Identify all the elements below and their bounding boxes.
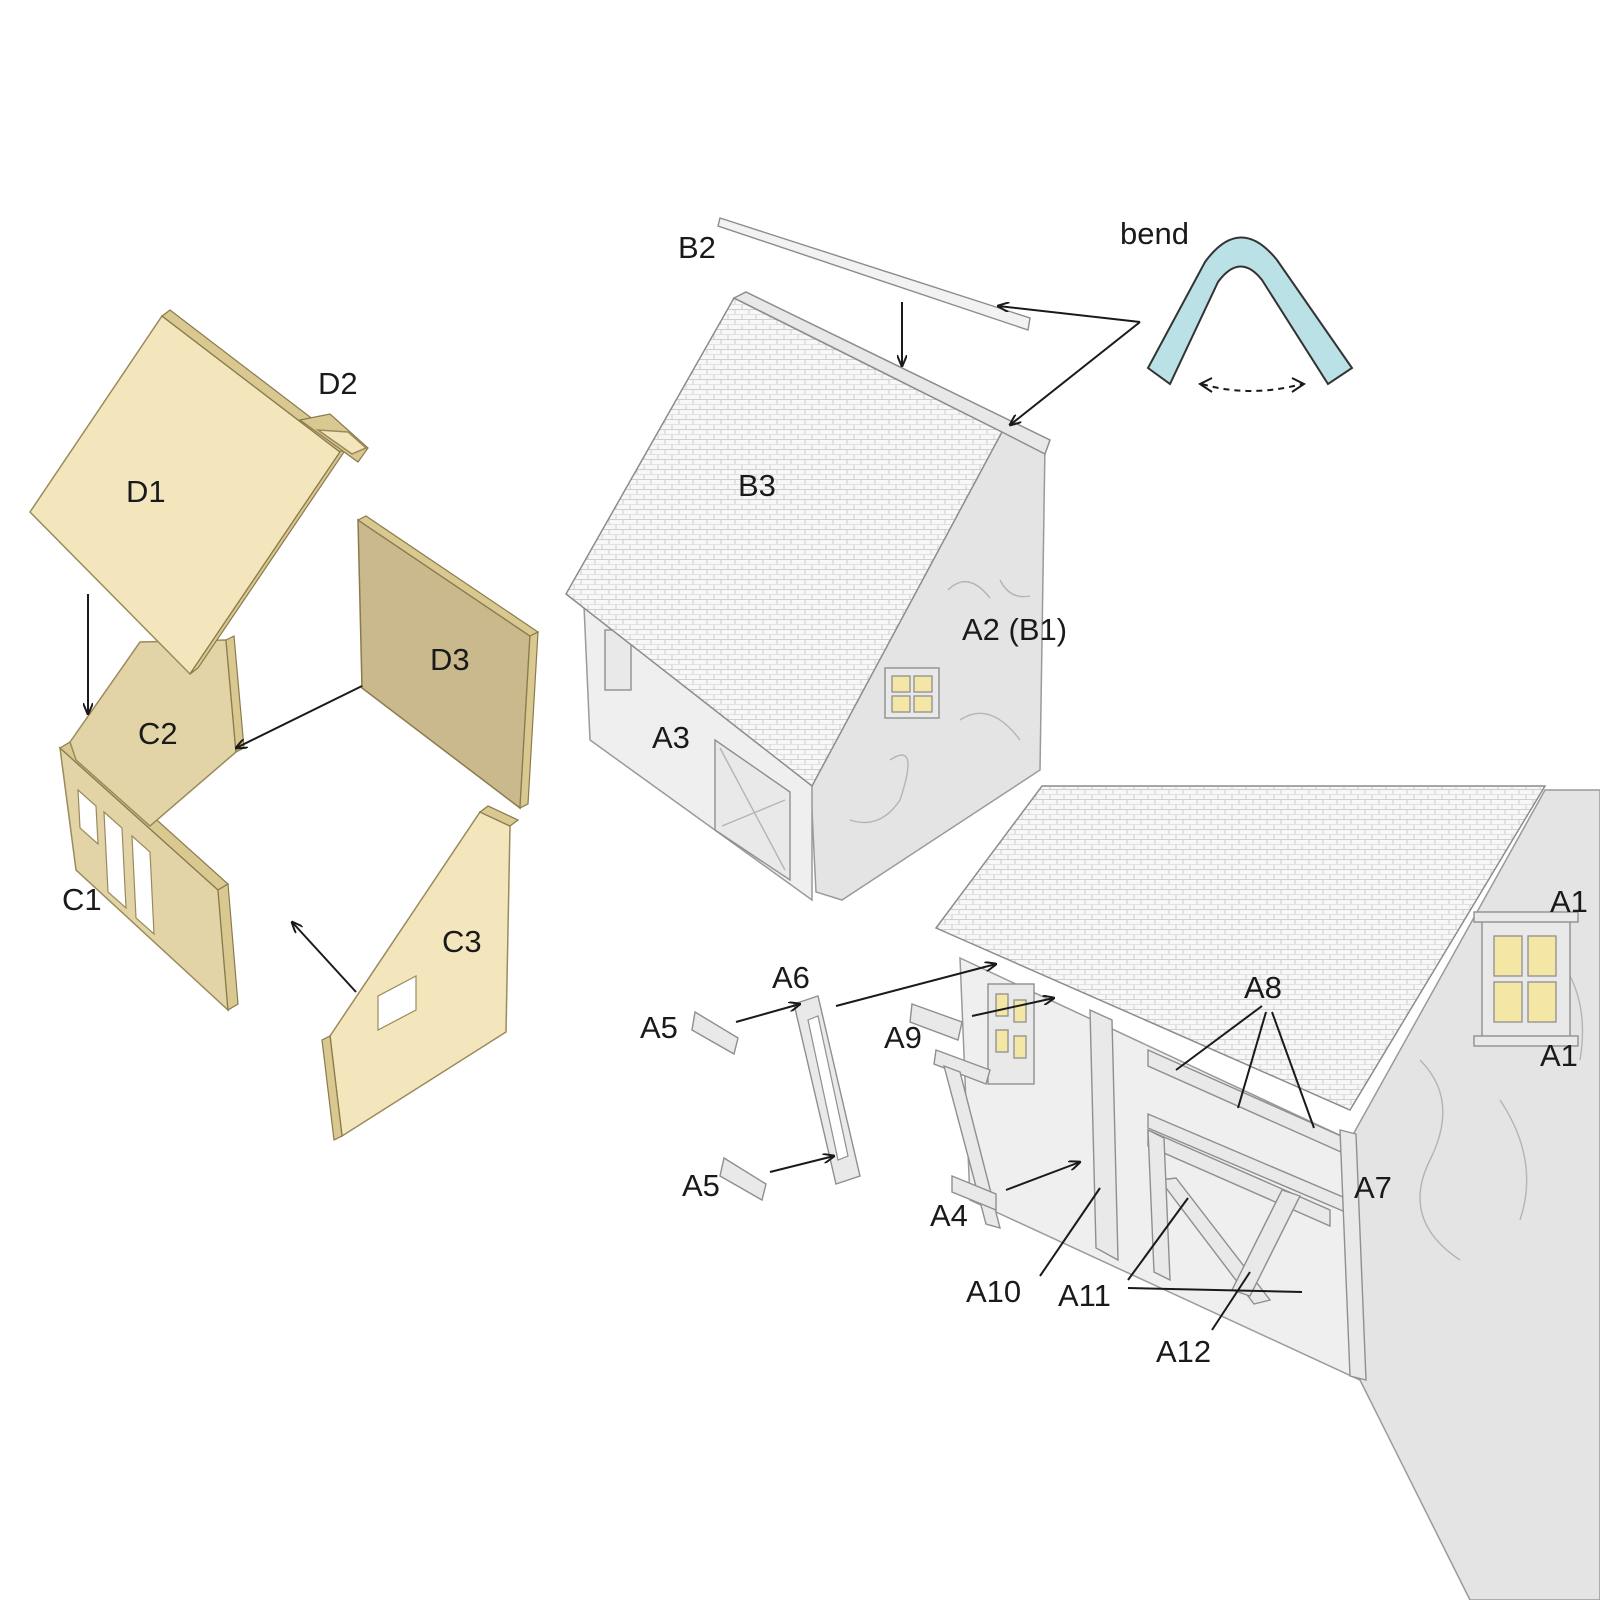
label-a10: A10 bbox=[966, 1274, 1021, 1309]
label-b2: B2 bbox=[678, 230, 716, 265]
label-a5-top: A5 bbox=[640, 1010, 678, 1045]
label-d2: D2 bbox=[318, 366, 358, 401]
wooden-kit bbox=[29, 309, 540, 1141]
label-c3: C3 bbox=[442, 924, 482, 959]
label-d3: D3 bbox=[430, 642, 470, 677]
part-b2 bbox=[717, 217, 1031, 331]
label-d1: D1 bbox=[126, 474, 166, 509]
part-c3 bbox=[321, 805, 520, 1141]
labels: D1 D2 D3 C1 C2 C3 B2 B3 bend A2 (B1) A3 … bbox=[62, 216, 1588, 1369]
label-c2: C2 bbox=[138, 716, 178, 751]
label-a11: A11 bbox=[1058, 1278, 1111, 1313]
label-a1-bottom: A1 bbox=[1540, 1038, 1578, 1073]
label-a8: A8 bbox=[1244, 970, 1282, 1005]
label-a9: A9 bbox=[884, 1020, 922, 1055]
label-a7: A7 bbox=[1354, 1170, 1392, 1205]
label-a4: A4 bbox=[930, 1198, 968, 1233]
label-a5-bottom: A5 bbox=[682, 1168, 720, 1203]
loose-parts bbox=[691, 995, 1001, 1230]
label-a2: A2 (B1) bbox=[962, 612, 1067, 647]
part-a5-top bbox=[691, 1010, 739, 1056]
bend-illustration bbox=[1146, 236, 1354, 393]
part-a5-bottom bbox=[719, 1156, 767, 1202]
label-bend: bend bbox=[1120, 216, 1189, 251]
label-b3: B3 bbox=[738, 468, 776, 503]
label-a12: A12 bbox=[1156, 1334, 1211, 1369]
arrows bbox=[88, 302, 1315, 1331]
assembled-house bbox=[565, 291, 1051, 902]
label-a3: A3 bbox=[652, 720, 690, 755]
part-d3 bbox=[356, 515, 540, 810]
part-c2 bbox=[69, 635, 245, 827]
part-a6 bbox=[793, 995, 861, 1185]
part-a4 bbox=[933, 1049, 1001, 1230]
label-a6: A6 bbox=[772, 960, 810, 995]
label-a1-top: A1 bbox=[1550, 884, 1588, 919]
part-d1 bbox=[29, 309, 349, 676]
part-a9 bbox=[909, 1003, 963, 1041]
closeup-house bbox=[934, 785, 1600, 1600]
part-d2 bbox=[298, 413, 369, 463]
label-c1: C1 bbox=[62, 882, 102, 917]
